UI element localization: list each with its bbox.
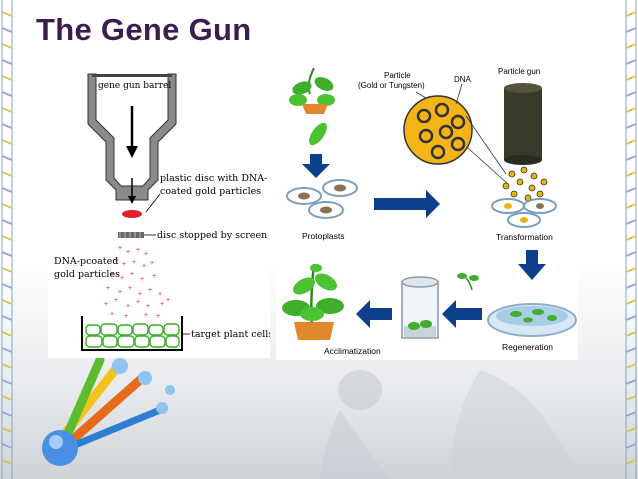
stopping-screen bbox=[118, 232, 144, 238]
svg-text:+: + bbox=[132, 259, 136, 266]
slide-title: The Gene Gun bbox=[36, 12, 252, 47]
svg-text:+: + bbox=[126, 303, 130, 310]
svg-text:+: + bbox=[146, 303, 150, 310]
svg-text:+: + bbox=[144, 312, 148, 319]
label-acclimatization: Acclimatization bbox=[324, 346, 381, 356]
target-plant-cells bbox=[81, 316, 190, 351]
dna-border-right bbox=[625, 0, 637, 479]
leaf-sample-icon bbox=[309, 122, 327, 146]
arrow-right bbox=[374, 190, 440, 218]
label-particle-gun: Particle gun bbox=[498, 67, 540, 76]
svg-text:+: + bbox=[166, 297, 170, 304]
acclimatized-plant-icon bbox=[282, 263, 344, 340]
label-plastic-disc-line2: coated gold particles bbox=[160, 186, 261, 197]
regeneration-petri-dish bbox=[487, 303, 577, 337]
gold-particle-spray: ++++ +++++ +++++ ++++++ +++++++ ++++ bbox=[104, 245, 170, 320]
culture-jar bbox=[401, 276, 439, 339]
gold-particle-zoom bbox=[403, 83, 509, 185]
label-regeneration: Regeneration bbox=[502, 342, 553, 352]
label-particle: Particle bbox=[384, 71, 411, 80]
svg-text:+: + bbox=[158, 291, 162, 298]
svg-text:+: + bbox=[160, 301, 164, 308]
label-dna-particles-line1: DNA-pcoated bbox=[54, 256, 118, 267]
svg-text:+: + bbox=[118, 289, 122, 296]
transformation-dishes bbox=[491, 198, 557, 228]
svg-text:+: + bbox=[122, 261, 126, 268]
svg-text:+: + bbox=[114, 257, 118, 264]
seedling-sprout-icon bbox=[457, 273, 479, 291]
svg-text:+: + bbox=[110, 271, 114, 278]
arrow-left-bottom-right bbox=[442, 300, 482, 328]
shot-gold-particles bbox=[502, 166, 548, 202]
label-gold-or-tungsten: (Gold or Tungsten) bbox=[358, 81, 425, 90]
source-plant-icon bbox=[289, 67, 335, 114]
arrow-down-left bbox=[302, 154, 330, 178]
svg-text:+: + bbox=[114, 297, 118, 304]
gene-gun-diagram: ++++ +++++ +++++ ++++++ +++++++ ++++ gen… bbox=[48, 66, 273, 358]
dna-border-left bbox=[1, 0, 13, 479]
svg-text:+: + bbox=[140, 276, 144, 283]
label-gene-gun-barrel: gene gun barrel bbox=[98, 81, 171, 91]
svg-text:+: + bbox=[104, 301, 108, 308]
svg-text:+: + bbox=[138, 291, 142, 298]
background-ghost-figure bbox=[320, 370, 580, 479]
label-transformation: Transformation bbox=[496, 232, 553, 242]
label-disc-stopped: disc stopped by screen bbox=[157, 230, 267, 241]
svg-text:+: + bbox=[156, 313, 160, 320]
svg-text:+: + bbox=[142, 263, 146, 270]
arrow-down-right bbox=[518, 250, 546, 280]
svg-text:+: + bbox=[136, 299, 140, 306]
svg-text:+: + bbox=[148, 287, 152, 294]
molecule-decoration bbox=[42, 355, 175, 466]
transformation-process-diagram: Protoplasts Particle (Gold or Tungsten) … bbox=[276, 64, 578, 360]
label-dna-particles-line2: gold particles bbox=[54, 269, 120, 280]
svg-text:+: + bbox=[152, 273, 156, 280]
protoplasts-dishes bbox=[286, 179, 358, 219]
label-protoplasts: Protoplasts bbox=[302, 231, 345, 241]
svg-text:+: + bbox=[124, 313, 128, 320]
svg-text:+: + bbox=[144, 251, 148, 258]
svg-text:+: + bbox=[118, 245, 122, 252]
label-target-plant-cells: target plant cells bbox=[191, 329, 270, 340]
svg-text:+: + bbox=[106, 285, 110, 292]
label-plastic-disc-line1: plastic disc with DNA- bbox=[160, 173, 267, 184]
plastic-disc bbox=[122, 210, 142, 218]
particle-gun-cylinder bbox=[504, 83, 542, 165]
arrow-left-middle bbox=[356, 300, 392, 328]
svg-text:+: + bbox=[136, 247, 140, 254]
svg-text:+: + bbox=[150, 260, 154, 267]
svg-text:+: + bbox=[130, 271, 134, 278]
gun-barrel bbox=[87, 73, 177, 201]
label-dna: DNA bbox=[454, 75, 472, 84]
svg-text:+: + bbox=[110, 311, 114, 318]
svg-text:+: + bbox=[120, 275, 124, 282]
svg-text:+: + bbox=[126, 249, 130, 256]
svg-text:+: + bbox=[128, 285, 132, 292]
